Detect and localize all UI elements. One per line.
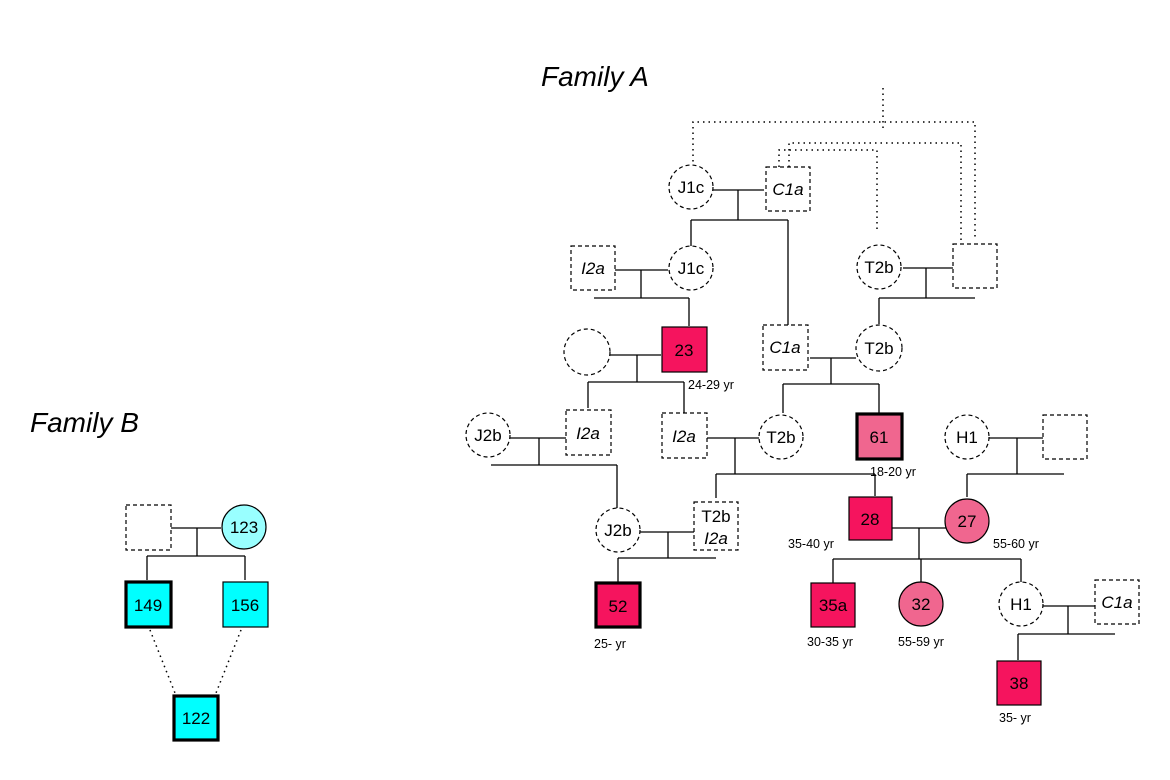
individual-j2b-gen5: J2b (595, 507, 641, 553)
individual-label: T2b (864, 339, 893, 358)
individual-label: 149 (134, 596, 162, 615)
individual-label: 122 (182, 709, 210, 728)
individual-i2a-gen4-right: I2a (661, 412, 708, 459)
individual-c1a-gen3: C1a (762, 324, 809, 371)
individual-35a: 35a 30-35 yr (807, 582, 856, 649)
individual-t2b-gen3: T2b (855, 324, 903, 372)
individual-j1c-gen1: J1c (668, 164, 714, 210)
family-a-title: Family A (541, 61, 649, 92)
individual-age: 24-29 yr (688, 378, 734, 392)
individual-unlabeled-female-gen3 (563, 328, 611, 376)
individual-age: 30-35 yr (807, 635, 853, 649)
individual-label: J1c (678, 259, 705, 278)
individual-age: 18-20 yr (870, 465, 916, 479)
individual-age: 35- yr (999, 711, 1031, 725)
individual-label: 61 (870, 428, 889, 447)
individual-149: 149 (124, 580, 173, 629)
individual-age: 55-60 yr (993, 537, 1039, 551)
individual-c1a-gen1: C1a (765, 166, 811, 212)
individual-61: 61 18-20 yr (855, 412, 916, 479)
individual-123: 123 (221, 504, 267, 550)
individual-label: T2b (766, 428, 795, 447)
individual-52: 52 25- yr (594, 581, 642, 651)
individual-label: J2b (474, 426, 501, 445)
individual-38: 38 35- yr (996, 660, 1042, 725)
individual-label: H1 (1010, 595, 1032, 614)
individual-label: I2a (576, 424, 600, 443)
individual-label: 123 (230, 518, 258, 537)
individual-156: 156 (222, 581, 269, 628)
individual-label: T2b (864, 258, 893, 277)
individual-j2b-gen4: J2b (465, 412, 511, 458)
individual-label-top: T2b (701, 507, 730, 526)
individual-unlabeled-male-gen2 (952, 243, 998, 289)
individual-label: I2a (672, 427, 696, 446)
family-b-lines (146, 527, 246, 694)
individual-label: C1a (1101, 593, 1132, 612)
individual-i2a-gen2: I2a (570, 245, 616, 291)
individual-h1-gen6: H1 (998, 581, 1044, 627)
family-a-lines (491, 88, 1115, 660)
individual-label: 28 (861, 510, 880, 529)
individual-i2a-gen4-left: I2a (565, 409, 612, 456)
individual-label: 156 (231, 596, 259, 615)
individual-b-father (125, 504, 172, 551)
individual-label: I2a (581, 259, 605, 278)
individual-c1a-gen6: C1a (1094, 579, 1140, 625)
individual-age: 25- yr (594, 637, 626, 651)
individual-label: C1a (769, 338, 800, 357)
individual-t2b-gen4: T2b (758, 414, 804, 460)
individual-label: C1a (772, 180, 803, 199)
individual-label: 27 (958, 512, 977, 531)
individual-28: 28 35-40 yr (788, 496, 893, 551)
individual-age: 55-59 yr (898, 635, 944, 649)
individual-32: 32 55-59 yr (898, 581, 944, 649)
individual-label: 32 (912, 595, 931, 614)
individual-t2b-gen2: T2b (856, 244, 902, 290)
individual-label: 35a (819, 596, 848, 615)
individual-label: 52 (609, 597, 628, 616)
individual-label: 38 (1010, 674, 1029, 693)
individual-27: 27 55-60 yr (944, 498, 1039, 551)
individual-h1-gen4: H1 (944, 414, 990, 460)
individual-t2b-i2a-gen5: T2b I2a (693, 501, 739, 551)
individual-age: 35-40 yr (788, 537, 834, 551)
individual-unlabeled-male-gen4 (1042, 414, 1088, 460)
individual-label: J1c (678, 178, 705, 197)
individual-label: 23 (675, 341, 694, 360)
family-b-title: Family B (30, 407, 139, 438)
individual-j1c-gen2: J1c (668, 245, 714, 291)
individual-122: 122 (172, 694, 220, 742)
individual-23: 23 24-29 yr (661, 326, 734, 392)
individual-label: H1 (956, 428, 978, 447)
individual-label-bottom: I2a (704, 529, 728, 548)
individual-label: J2b (604, 521, 631, 540)
